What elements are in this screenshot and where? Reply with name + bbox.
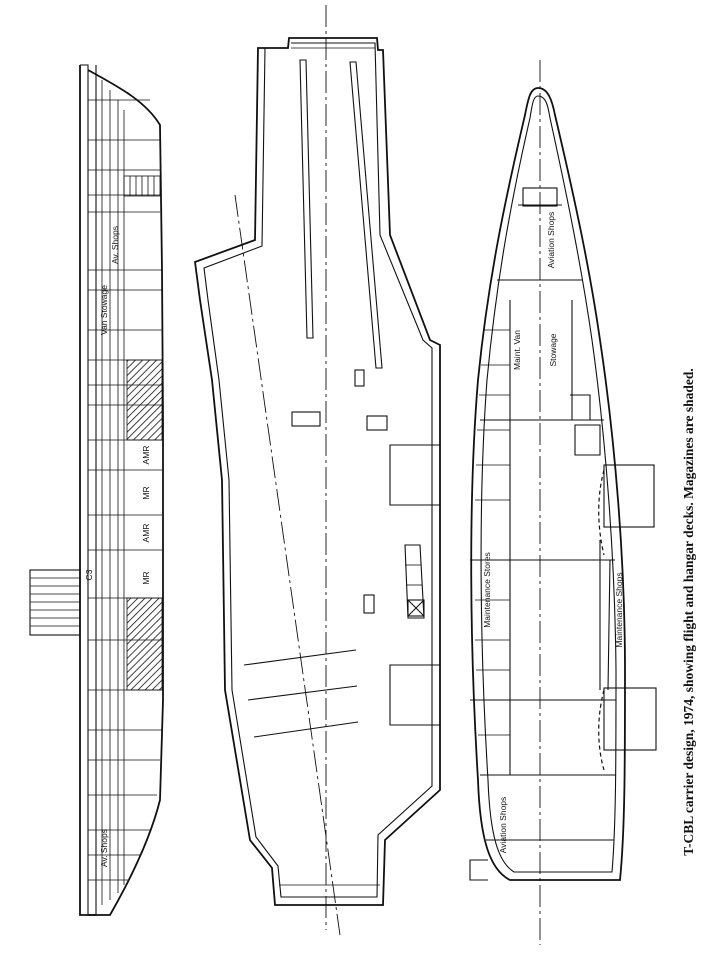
label-maintenance-stores: Maintenance Stores bbox=[482, 552, 492, 628]
label-amr-2: AMR bbox=[141, 524, 151, 543]
flight-deck-view bbox=[194, 5, 441, 936]
magazine-lower bbox=[126, 597, 163, 691]
label-stowage: Stowage bbox=[548, 333, 558, 366]
hangar-deck-view: Aviation Shops Maint. Van Stowage Mainte… bbox=[469, 60, 657, 945]
label-van-stowage: Van Stowage bbox=[99, 285, 109, 335]
figure-caption: T-CBL carrier design, 1974, showing flig… bbox=[681, 368, 696, 855]
catapult-tracks bbox=[299, 59, 383, 369]
label-aviation-shops-bottom: Aviation Shops bbox=[498, 797, 508, 854]
label-mr-2: MR bbox=[141, 571, 151, 584]
label-maintenance-shops: Maintenance Shops bbox=[614, 572, 624, 647]
profile-bulkheads bbox=[88, 99, 163, 881]
magazine-upper bbox=[126, 359, 163, 441]
profile-view: Av. Shops Van Stowage AMR MR AMR MR C3 A… bbox=[29, 64, 164, 916]
label-aviation-shops-top: Aviation Shops bbox=[546, 212, 556, 269]
label-maint-van: Maint. Van bbox=[512, 330, 522, 370]
label-amr-1: AMR bbox=[141, 446, 151, 465]
label-av-shops-bottom: Av. Shops bbox=[99, 829, 109, 867]
island-structure bbox=[29, 569, 81, 636]
arresting-wires bbox=[243, 649, 359, 738]
label-c3: C3 bbox=[84, 569, 94, 580]
label-av-shops-top: Av. Shops bbox=[110, 226, 120, 264]
hangar-side-compartments bbox=[475, 329, 601, 736]
flight-deck-island bbox=[404, 544, 425, 619]
label-mr-1: MR bbox=[141, 486, 151, 499]
